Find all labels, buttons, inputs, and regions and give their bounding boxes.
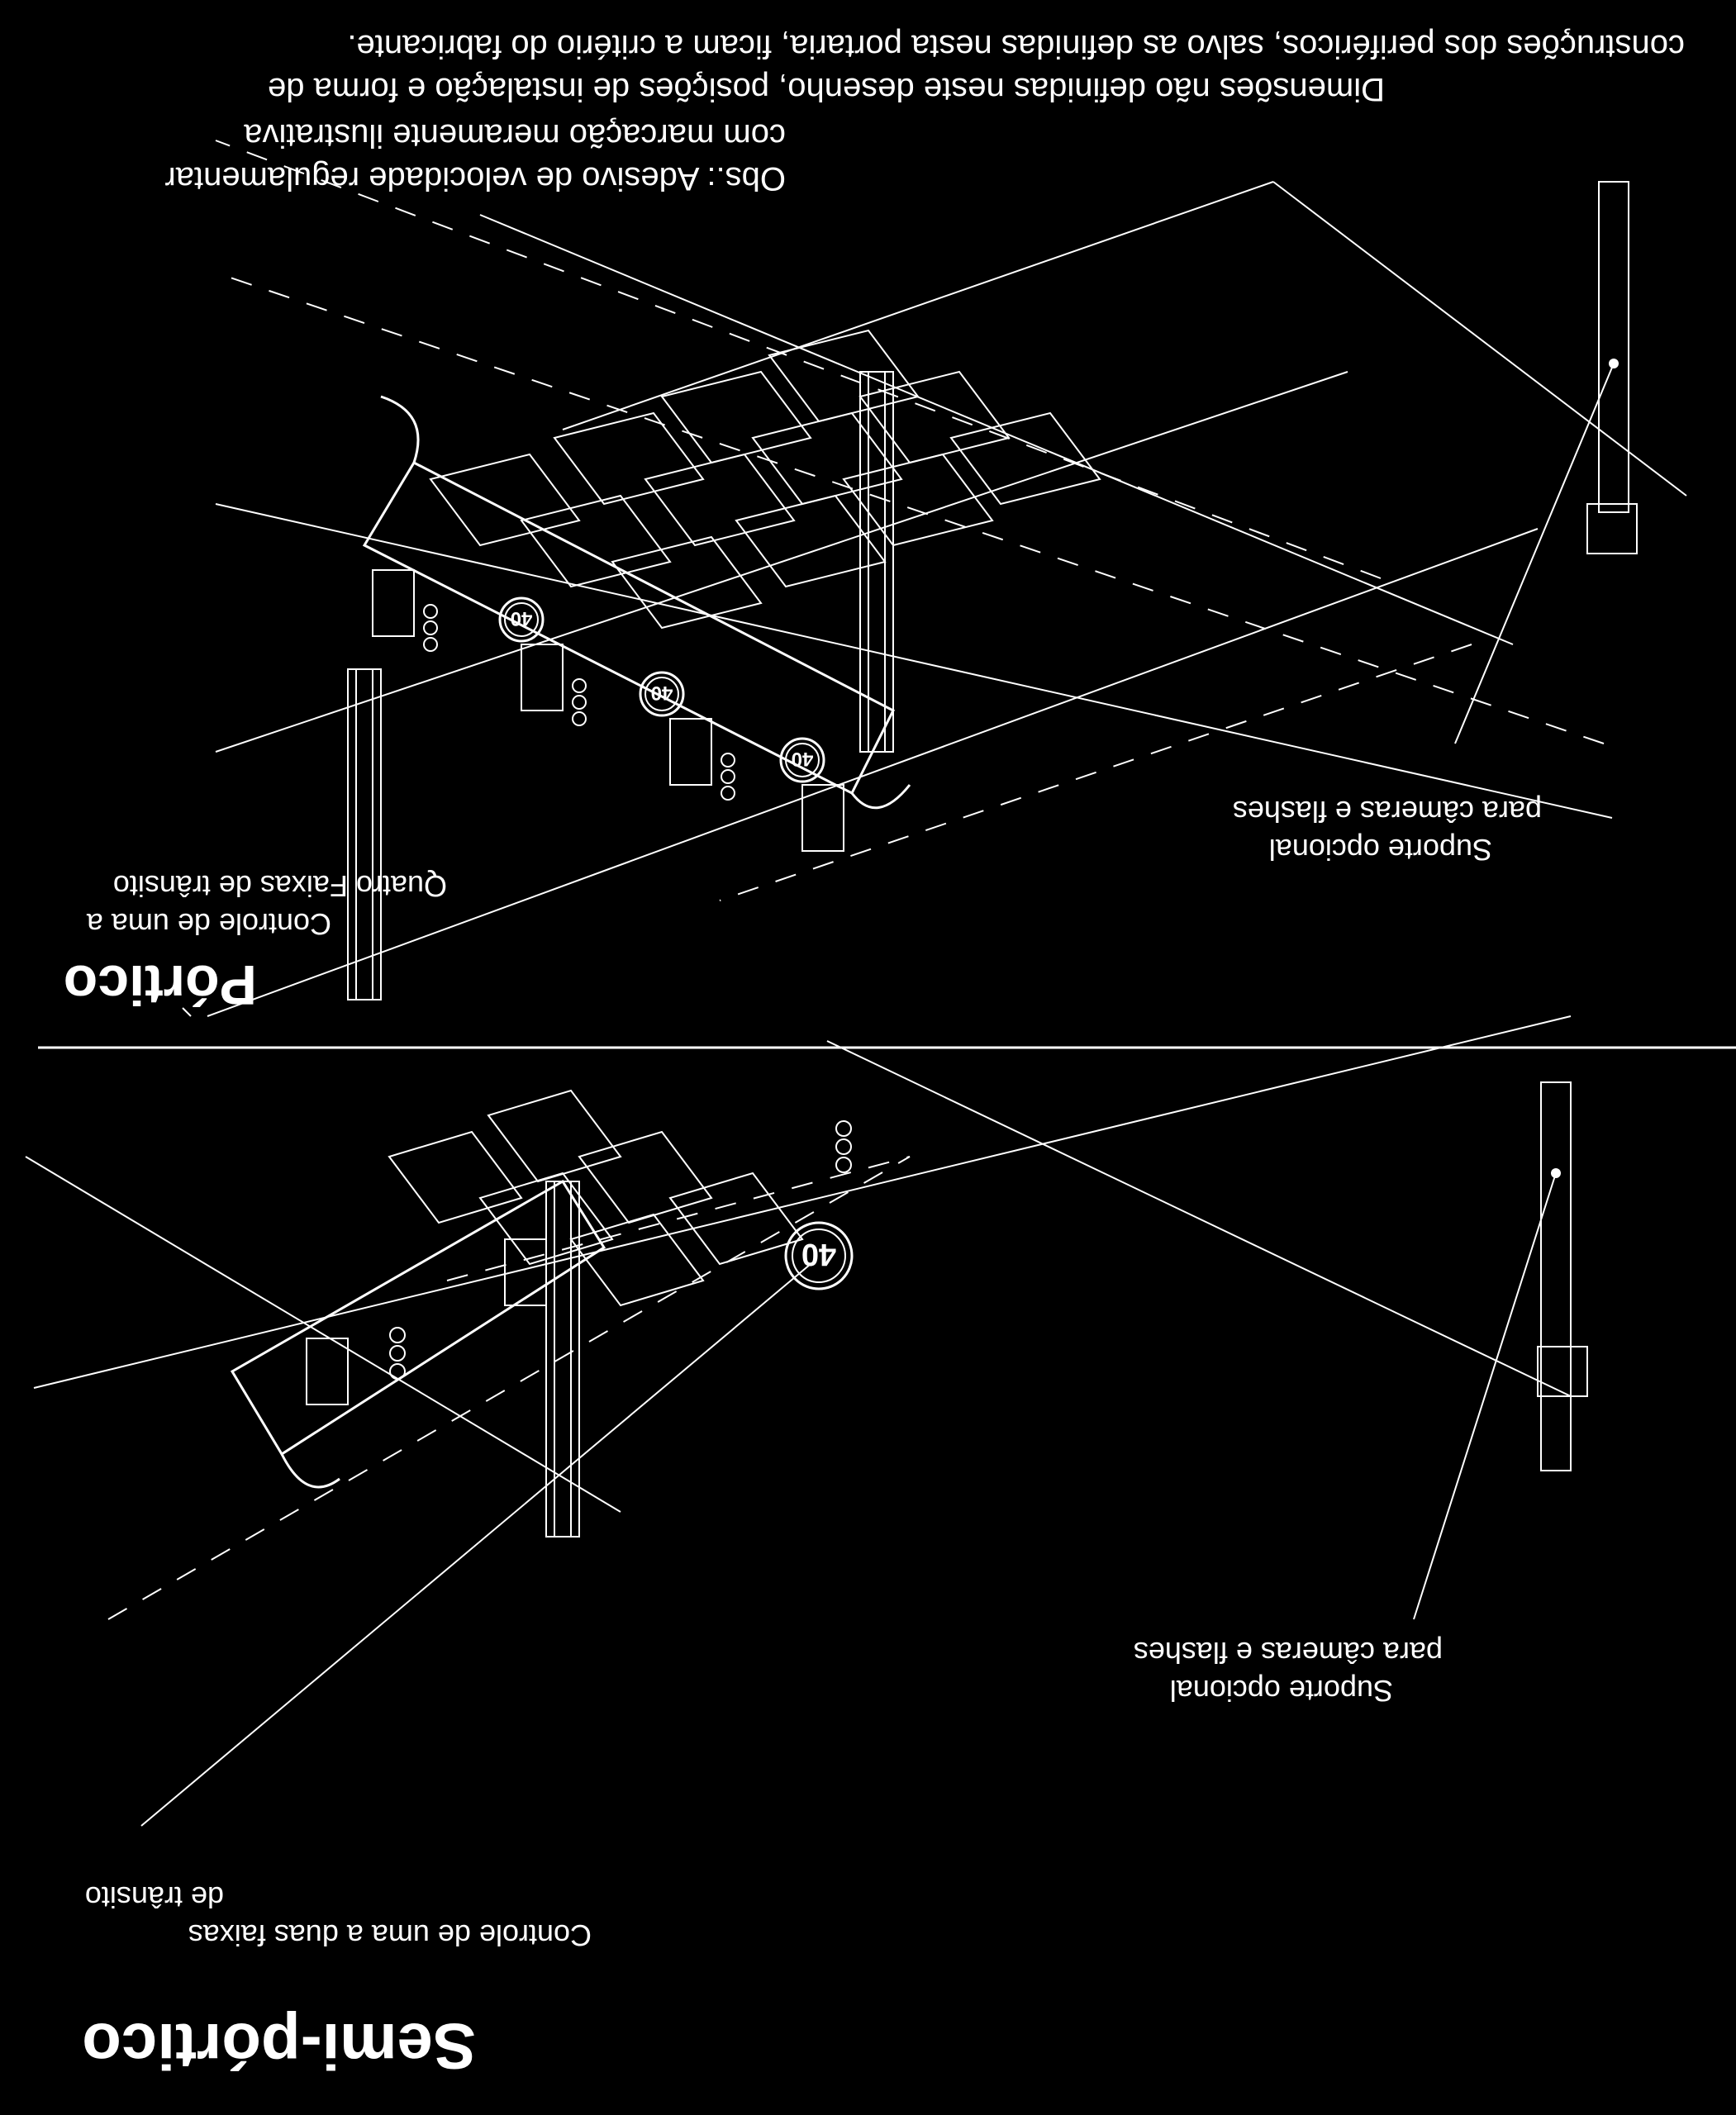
semi-road-edge bbox=[25, 1156, 621, 1513]
portico-speed-badge: 40 bbox=[498, 596, 545, 643]
semi-support-leader bbox=[1413, 1172, 1557, 1620]
portico-right-post bbox=[347, 668, 382, 1000]
semi-beam-end bbox=[280, 1453, 340, 1489]
portico-lane-markings bbox=[429, 329, 1101, 630]
semi-road-edge bbox=[826, 1040, 1572, 1397]
portico-right-post-inner bbox=[355, 668, 373, 1000]
portico-beam-end bbox=[850, 784, 911, 810]
portico-speed-badge: 40 bbox=[779, 737, 825, 783]
semi-road-edge bbox=[140, 1263, 811, 1827]
portico-support-base bbox=[1586, 503, 1638, 554]
semi-lane-markings bbox=[388, 1089, 804, 1307]
portico-beam-end bbox=[380, 395, 420, 463]
portico-lane-line bbox=[719, 644, 1472, 901]
semi-display bbox=[504, 1238, 547, 1306]
portico-road-edge bbox=[1272, 181, 1687, 497]
portico-road-edge bbox=[182, 1007, 192, 1017]
semi-lamps bbox=[389, 1120, 852, 1380]
portico-lamps bbox=[423, 604, 735, 801]
semi-lane-line bbox=[446, 1156, 911, 1281]
semi-speed-badge: 40 bbox=[784, 1221, 854, 1290]
portico-beam bbox=[362, 461, 896, 796]
portico-display bbox=[521, 644, 564, 711]
portico-road-edge bbox=[207, 528, 1539, 1017]
portico-display bbox=[669, 718, 712, 786]
svg-text:40: 40 bbox=[651, 682, 673, 704]
svg-text:40: 40 bbox=[792, 748, 814, 770]
portico-support-pole bbox=[1598, 181, 1629, 513]
semi-lane-line bbox=[107, 1156, 911, 1620]
portico-drawing: 40 40 40 bbox=[182, 140, 1687, 1017]
portico-lane-line bbox=[215, 140, 1382, 579]
svg-text:40: 40 bbox=[511, 607, 533, 630]
semi-display bbox=[306, 1338, 349, 1405]
portico-lane-line bbox=[215, 272, 1605, 744]
portico-road-edge bbox=[215, 371, 1348, 753]
svg-text:40: 40 bbox=[801, 1237, 836, 1271]
portico-speed-badge: 40 bbox=[639, 671, 685, 717]
portico-road-edge bbox=[215, 503, 1613, 819]
semi-portico-drawing: 40 bbox=[25, 1015, 1588, 1827]
portico-display bbox=[372, 569, 415, 637]
semi-support-base bbox=[1537, 1346, 1588, 1397]
semi-road-edge bbox=[33, 1015, 1572, 1389]
portico-display bbox=[801, 784, 844, 852]
portico-support-leader bbox=[1454, 363, 1615, 744]
portico-road-edge bbox=[562, 181, 1274, 430]
portico-left-post-inner bbox=[868, 371, 886, 753]
portico-road-edge bbox=[479, 214, 1514, 645]
semi-support-pole bbox=[1540, 1081, 1572, 1471]
semi-beam bbox=[230, 1179, 606, 1457]
semi-post-inner bbox=[554, 1181, 572, 1538]
